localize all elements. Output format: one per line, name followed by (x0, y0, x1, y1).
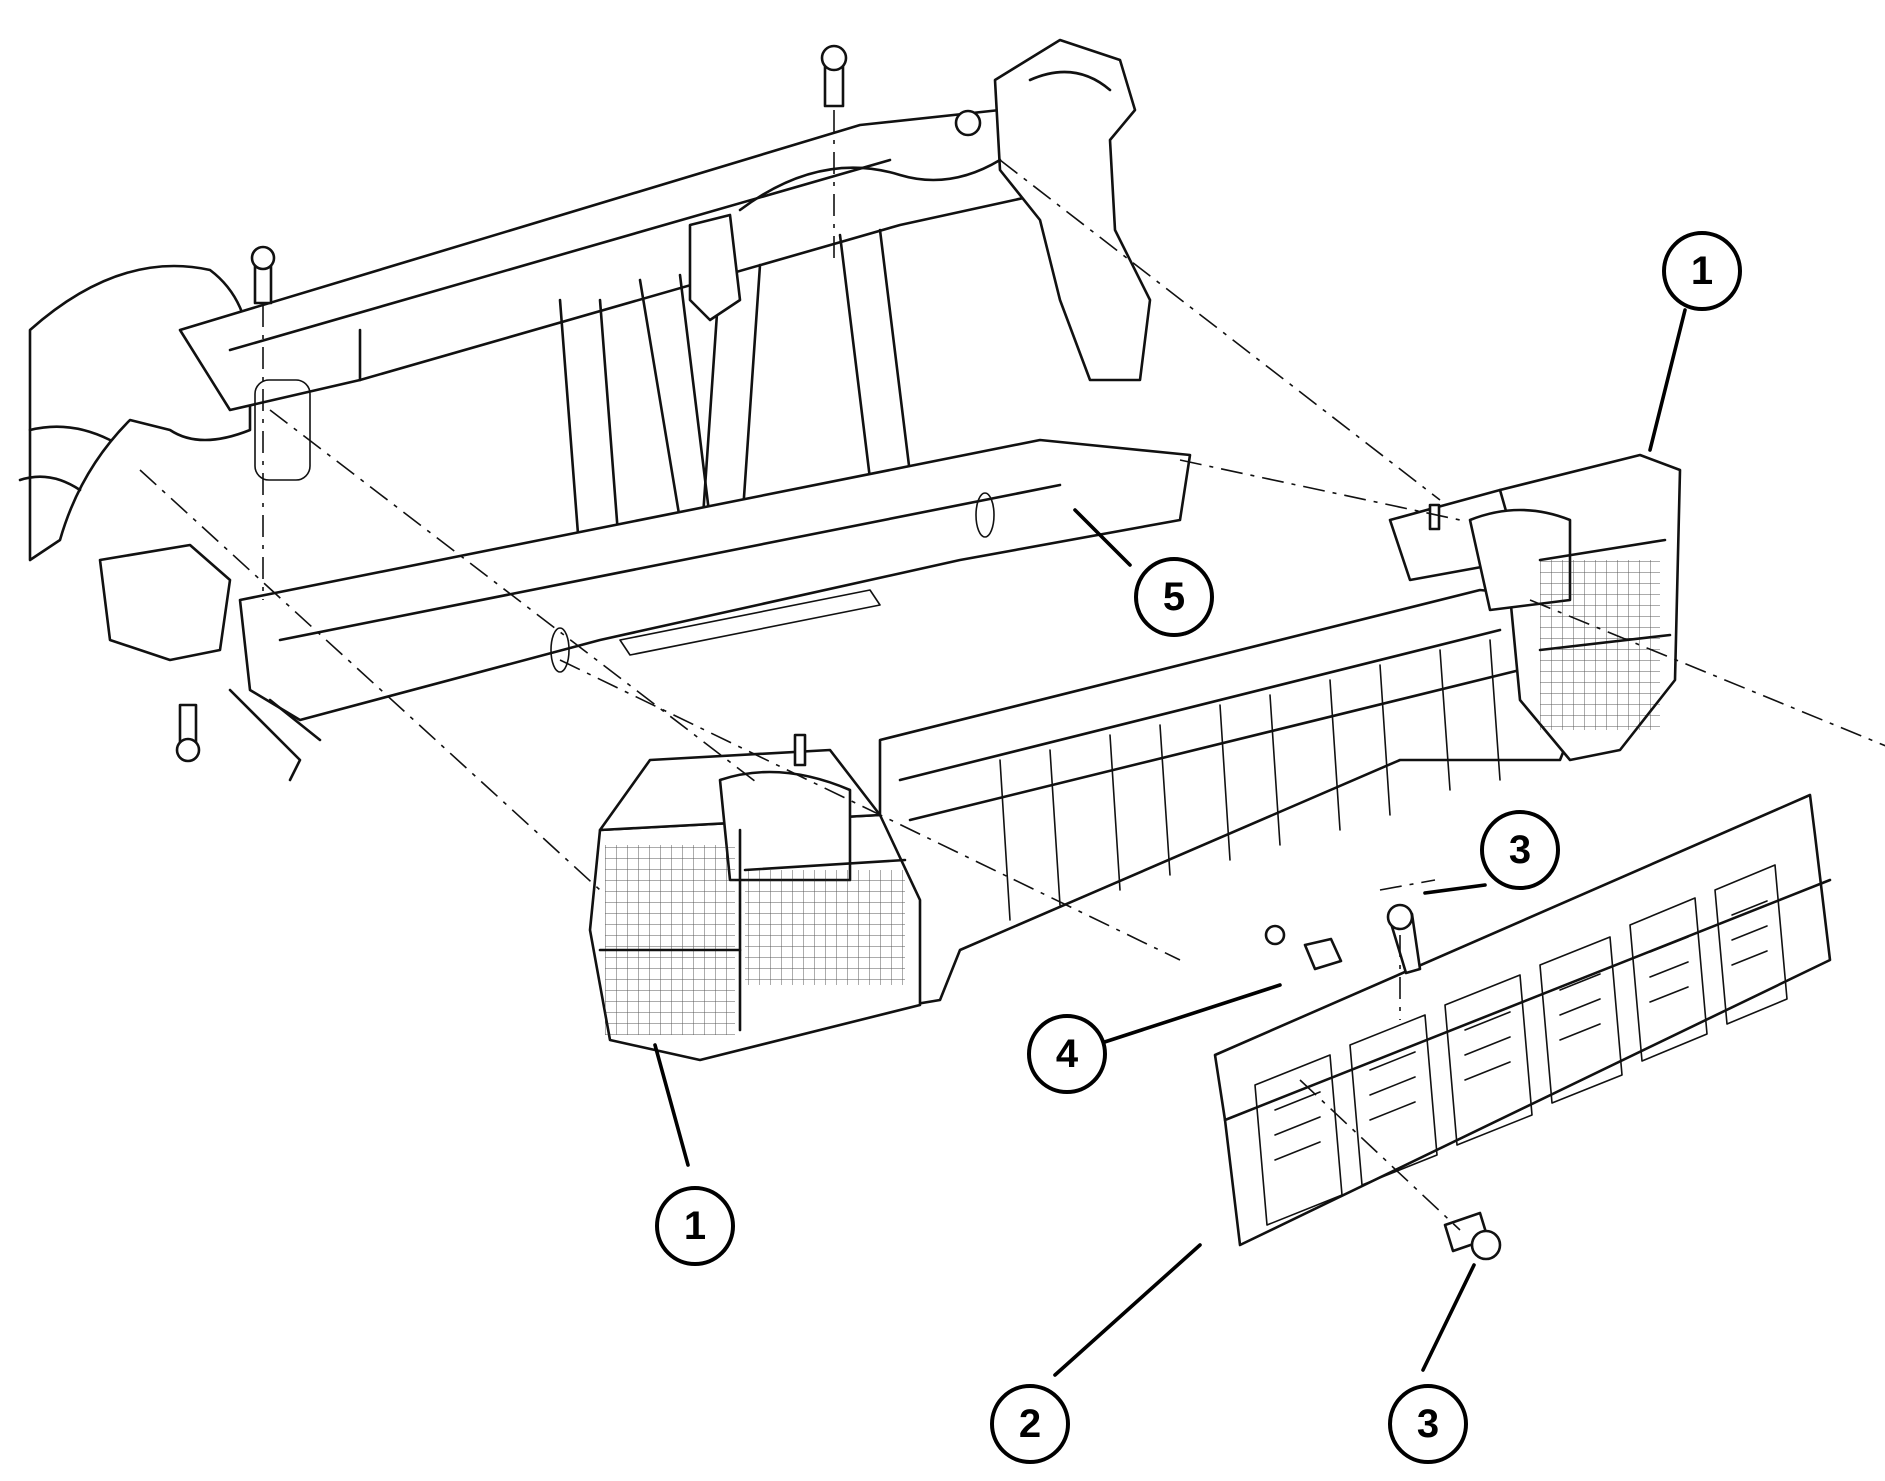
headlamp-assembly-right (1388, 453, 1682, 762)
alignment-lines (139, 110, 1885, 1231)
callout-5: 5 (1134, 557, 1214, 637)
callout-1-right-label: 1 (1691, 249, 1713, 293)
callout-3-upper-label: 3 (1509, 828, 1531, 872)
callout-1-left-label: 1 (684, 1204, 706, 1248)
callout-3-lower-label: 3 (1417, 1402, 1439, 1446)
callout-4-label: 4 (1056, 1032, 1079, 1076)
leader-lines (653, 308, 1687, 1377)
headlamp-assembly-left (588, 733, 922, 1062)
callout-2-label: 2 (1019, 1402, 1041, 1446)
callout-2: 2 (990, 1384, 1070, 1464)
callout-4: 4 (1027, 1014, 1107, 1094)
callout-3-lower: 3 (1388, 1384, 1468, 1464)
callout-1-right: 1 (1662, 231, 1742, 311)
grille (1213, 793, 1832, 1261)
callout-5-label: 5 (1163, 575, 1185, 619)
radiator-support-body (18, 38, 1192, 782)
callout-1-left: 1 (655, 1186, 735, 1266)
callout-3-upper: 3 (1480, 810, 1560, 890)
